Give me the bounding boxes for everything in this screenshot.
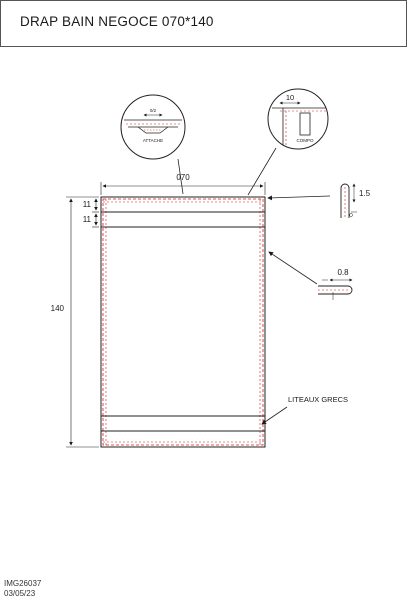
- page-title: DRAP BAIN NEGOCE 070*140: [20, 14, 214, 29]
- top-bands: [101, 211, 265, 228]
- width-label: 070: [176, 173, 190, 182]
- reference-code: IMG26037: [4, 579, 42, 588]
- liteaux-label: LITEAUX GRECS: [288, 395, 348, 404]
- band-dimensions: [92, 198, 99, 228]
- detail-left-top-label: 0/2: [150, 108, 157, 113]
- band-top-2-label: 11: [83, 215, 92, 224]
- hem-fold-label: 1.5: [359, 189, 371, 198]
- width-dimension: [100, 182, 266, 195]
- side-hem-detail: [268, 251, 353, 300]
- liteaux-callout: [261, 406, 288, 425]
- hem-fold-detail: [267, 183, 357, 218]
- height-dimension: [66, 196, 99, 448]
- date-label: 03/05/23: [4, 589, 36, 598]
- compo-detail: [247, 88, 329, 196]
- compo-label: COMPO: [296, 138, 314, 143]
- bottom-bands: [101, 415, 265, 432]
- title-box: DRAP BAIN NEGOCE 070*140: [0, 0, 407, 47]
- towel-outline: [100, 196, 266, 448]
- side-hem-label: 0.8: [337, 268, 349, 277]
- band-top-1-label: 11: [83, 200, 92, 209]
- height-label: 140: [51, 304, 65, 313]
- detail-right-top-label: 10: [286, 93, 294, 102]
- attache-label: ATTACHE: [143, 138, 163, 143]
- attache-detail: [120, 94, 186, 195]
